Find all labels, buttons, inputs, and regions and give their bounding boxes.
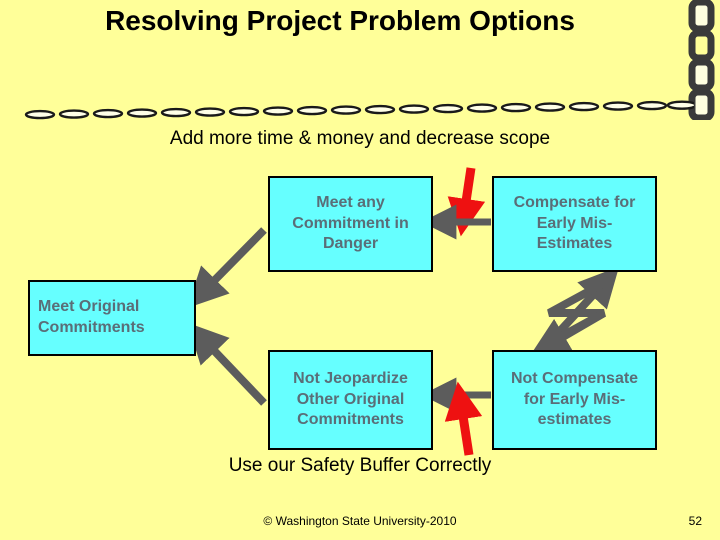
node-not-compensate-for-early-mis-estimates[interactable]: Not Compensate for Early Mis- estimates — [492, 350, 657, 450]
node-line: Estimates — [536, 235, 613, 253]
chain-link-vertical-icon — [688, 0, 715, 120]
node-line: Compensate for — [513, 193, 636, 211]
node-meet-any-commitment-in-danger[interactable]: Meet any Commitment in Danger — [268, 176, 433, 272]
page-title: Resolving Project Problem Options — [105, 5, 575, 36]
node-meet-original-commitments[interactable]: Meet Original Commitments — [28, 280, 196, 356]
node-line: Not Compensate — [510, 369, 639, 387]
node-line: Early Mis- — [536, 214, 613, 232]
node-line: Commitment in — [292, 214, 409, 232]
node-line: Meet Original — [38, 298, 140, 316]
arrow-up-red-icon — [444, 381, 483, 456]
node-line: Not Jeopardize — [293, 369, 408, 387]
node-compensate-for-early-mis-estimates[interactable]: Compensate for Early Mis- Estimates — [492, 176, 657, 272]
arrow-down-red-icon — [447, 167, 486, 237]
footer-page-number: 52 — [688, 514, 702, 528]
node-line: Commitments — [38, 319, 145, 336]
footer-copyright: © Washington State University-2010 — [263, 514, 457, 528]
caption-top: Add more time & money and decrease scope — [169, 128, 551, 149]
node-line: Other Original — [296, 390, 405, 408]
node-not-jeopardize-other-original-commitments[interactable]: Not Jeopardize Other Original Commitment… — [268, 350, 433, 450]
node-line: estimates — [537, 411, 612, 429]
node-line: Danger — [322, 235, 379, 253]
chain-link-horizontal-divider-icon — [24, 100, 694, 120]
node-line: Commitments — [297, 411, 404, 429]
arrow-zigzag-double-gray-icon — [529, 266, 620, 357]
node-line: Meet any — [316, 193, 385, 211]
caption-bottom: Use our Safety Buffer Correctly — [228, 455, 492, 476]
arrow-diagonal-lower-gray-icon — [187, 322, 267, 406]
arrow-diagonal-upper-gray-icon — [187, 227, 267, 308]
node-line: for Early Mis- — [523, 390, 626, 408]
